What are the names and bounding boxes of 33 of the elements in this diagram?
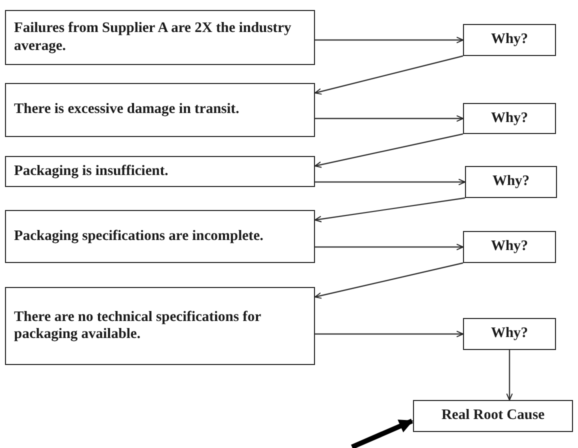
box-text: Why? [490, 325, 528, 343]
question-box [463, 103, 556, 134]
box-text: There is excessive damage in transit. [14, 101, 240, 119]
question-box [465, 166, 557, 198]
question-box [463, 231, 556, 263]
question-box [463, 318, 556, 350]
statement-box [5, 287, 315, 365]
box-text: Why? [490, 238, 528, 256]
arrow [315, 36, 464, 44]
box-text: There are no technical specifications for packaging available. [14, 308, 262, 344]
statement-box [5, 10, 315, 65]
arrow [315, 330, 464, 338]
statement-box [5, 83, 315, 137]
arrow [314, 133, 464, 168]
box-text: Why? [490, 110, 528, 128]
question-box [413, 400, 573, 432]
arrow [314, 262, 464, 299]
arrow [315, 178, 466, 186]
box-text: Failures from Supplier A are 2X the industry average. [14, 20, 292, 55]
box-text: Why? [490, 31, 528, 49]
arrow [315, 115, 464, 122]
box-text: Packaging is insufficient. [14, 162, 168, 180]
statement-box [5, 156, 315, 187]
arrow [314, 55, 464, 95]
question-box [463, 24, 556, 56]
statement-box [5, 210, 315, 263]
box-text: Why? [492, 173, 530, 191]
arrow [315, 244, 464, 250]
box-text: Real Root Cause [441, 407, 545, 425]
arrow [351, 418, 414, 448]
arrow [314, 197, 466, 222]
arrow [506, 350, 513, 400]
box-text: Packaging specifications are incomplete. [14, 228, 264, 246]
